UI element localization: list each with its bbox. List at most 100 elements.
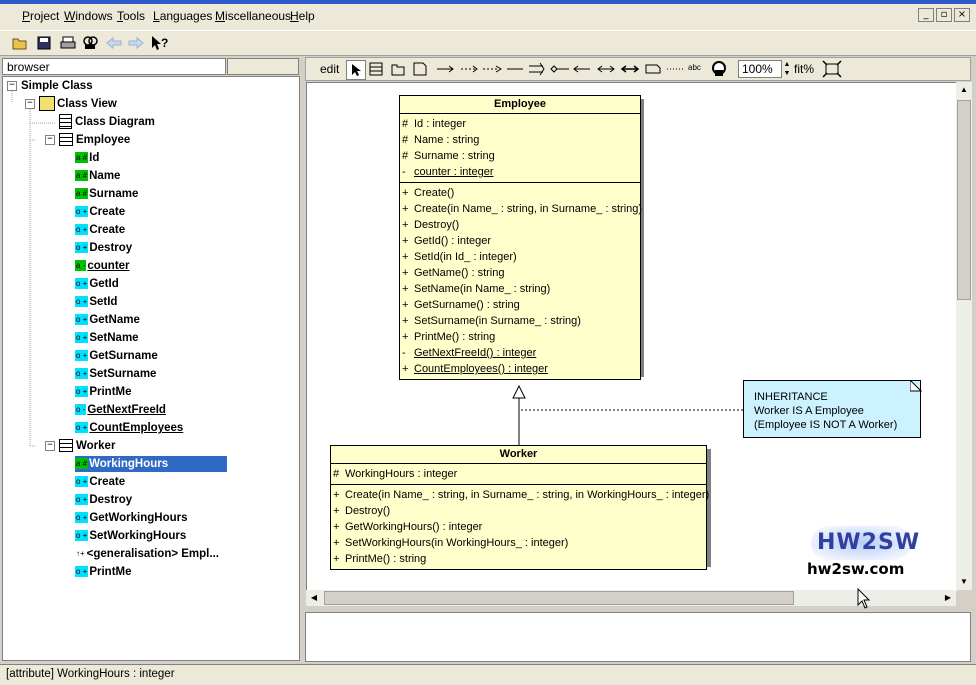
collapse-icon[interactable]: − [45, 441, 55, 451]
tree-operation[interactable]: o +PrintMe [75, 384, 132, 400]
uml-operation-row[interactable]: +GetId() : integer [400, 233, 640, 249]
select-pointer-icon[interactable] [346, 60, 366, 80]
uml-operation-row[interactable]: +PrintMe() : string [400, 329, 640, 345]
zoom-input[interactable]: 100% [738, 60, 782, 78]
tree-attribute[interactable]: a #Name [75, 168, 120, 184]
tree-operation[interactable]: o +Create [75, 474, 125, 490]
scroll-right-icon[interactable]: ▶ [944, 593, 952, 602]
help-pointer-icon[interactable]: ? [150, 33, 170, 53]
association-tool-icon[interactable] [436, 61, 456, 80]
tree-operation[interactable]: o +CountEmployees [75, 420, 183, 436]
find-icon[interactable] [80, 33, 100, 53]
tree-operation[interactable]: o +GetId [75, 276, 119, 292]
bidirectional-tool-icon[interactable] [596, 61, 616, 80]
forward-arrow-icon[interactable] [126, 33, 146, 53]
uml-operation-row[interactable]: +SetName(in Name_ : string) [400, 281, 640, 297]
employee-class-box[interactable]: Employee #Id : integer#Name : string#Sur… [399, 95, 642, 380]
tree-attribute[interactable]: a #Surname [75, 186, 138, 202]
uml-operation-row[interactable]: +Destroy() [331, 503, 706, 519]
stereotype-tool-icon[interactable] [710, 60, 728, 81]
menu-project[interactable]: Project [22, 9, 60, 23]
tree-operation[interactable]: o +SetWorkingHours [75, 528, 186, 544]
realize-tool-icon[interactable] [482, 61, 504, 80]
minimize-icon[interactable]: _ [918, 8, 934, 22]
uml-operation-row[interactable]: +SetId(in Id_ : integer) [400, 249, 640, 265]
collapse-icon[interactable]: − [7, 81, 17, 91]
tree-class-employee[interactable]: −Employee [45, 132, 130, 148]
uml-operation-row[interactable]: +Create(in Name_ : string, in Surname_ :… [331, 487, 709, 503]
dependency-tool-icon[interactable] [460, 61, 480, 80]
tree-operation[interactable]: o +GetName [75, 312, 140, 328]
menu-miscellaneous[interactable]: Miscellaneous [215, 9, 292, 23]
tree-attribute[interactable]: a #Id [75, 150, 99, 166]
uml-operation-row[interactable]: +Create() [400, 185, 640, 201]
uml-operation-row[interactable]: +CountEmployees() : integer [400, 361, 640, 377]
menu-windows[interactable]: Windows [64, 9, 113, 23]
tree-operation[interactable]: o +Create [75, 222, 125, 238]
fit-label[interactable]: fit% [794, 62, 815, 76]
output-pane[interactable] [305, 612, 971, 662]
uml-attribute-row[interactable]: #WorkingHours : integer [331, 466, 706, 482]
menu-help[interactable]: Help [290, 9, 315, 23]
uml-attribute-row[interactable]: #Id : integer [400, 116, 640, 132]
horizontal-scroll-thumb[interactable] [324, 591, 794, 605]
diagram-canvas[interactable]: Employee #Id : integer#Name : string#Sur… [306, 82, 957, 591]
uml-operation-row[interactable]: -GetNextFreeId() : integer [400, 345, 640, 361]
uml-operation-row[interactable]: +GetSurname() : string [400, 297, 640, 313]
back-arrow-icon[interactable] [104, 33, 124, 53]
uml-operation-row[interactable]: +Destroy() [400, 217, 640, 233]
tree-attribute[interactable]: a -counter [75, 258, 130, 274]
left-arrow-tool-icon[interactable] [572, 61, 592, 80]
collapse-icon[interactable]: − [25, 99, 35, 109]
uml-operation-row[interactable]: +GetWorkingHours() : integer [331, 519, 706, 535]
note-tool-icon[interactable] [412, 61, 428, 80]
dotted-line-tool-icon[interactable] [666, 61, 684, 80]
tree-attribute[interactable]: a #WorkingHours [75, 456, 227, 472]
scroll-up-icon[interactable]: ▲ [960, 85, 968, 94]
inheritance-note[interactable]: INHERITANCE Worker IS A Employee (Employ… [743, 380, 921, 438]
worker-class-box[interactable]: Worker #WorkingHours : integer +Create(i… [330, 445, 709, 570]
tree-operation[interactable]: o +PrintMe [75, 564, 132, 580]
open-folder-icon[interactable] [10, 33, 30, 53]
package-tool-icon[interactable] [390, 61, 406, 80]
aggregation-tool-icon[interactable] [550, 61, 570, 80]
line-tool-icon[interactable] [506, 61, 524, 80]
close-icon[interactable]: × [954, 8, 970, 22]
vertical-scrollbar[interactable]: ▲ ▼ [956, 82, 972, 590]
generalisation-tool-icon[interactable] [528, 61, 546, 80]
restore-icon[interactable]: ▫ [936, 8, 952, 22]
tree-operation[interactable]: o +Destroy [75, 240, 132, 256]
tree-class-worker[interactable]: −Worker [45, 438, 115, 454]
fit-to-window-icon[interactable] [822, 60, 842, 81]
uml-attribute-row[interactable]: #Name : string [400, 132, 640, 148]
tree-operation[interactable]: o +SetId [75, 294, 117, 310]
zoom-spinner-icon[interactable]: ▲▼ [783, 61, 791, 77]
tree-class-view[interactable]: −Class View [25, 96, 117, 112]
tree-root[interactable]: −Simple Class [7, 78, 93, 94]
uml-operation-row[interactable]: +GetName() : string [400, 265, 640, 281]
uml-operation-row[interactable]: +Create(in Name_ : string, in Surname_ :… [400, 201, 642, 217]
uml-attribute-row[interactable]: #Surname : string [400, 148, 640, 164]
double-arrow-tool-icon[interactable] [620, 61, 640, 80]
text-box-tool-icon[interactable] [644, 61, 662, 80]
save-icon[interactable] [34, 33, 54, 53]
print-icon[interactable] [58, 33, 78, 53]
tree-operation[interactable]: o +SetSurname [75, 366, 156, 382]
uml-operation-row[interactable]: +SetWorkingHours(in WorkingHours_ : inte… [331, 535, 706, 551]
uml-operation-row[interactable]: +PrintMe() : string [331, 551, 706, 567]
tree-operation[interactable]: o +Destroy [75, 492, 132, 508]
tree-operation[interactable]: o +Create [75, 204, 125, 220]
horizontal-scrollbar[interactable]: ◀ ▶ [306, 590, 956, 606]
menu-tools[interactable]: Tools [117, 9, 146, 23]
uml-attribute-row[interactable]: -counter : integer [400, 164, 640, 180]
uml-operation-row[interactable]: +SetSurname(in Surname_ : string) [400, 313, 640, 329]
tree-operation[interactable]: o -GetNextFreeId [75, 402, 166, 418]
tree-generalisation[interactable]: ↑+<generalisation> Empl... [75, 546, 219, 562]
vertical-scroll-thumb[interactable] [957, 100, 971, 300]
tree-operation[interactable]: o +SetName [75, 330, 139, 346]
tree-operation[interactable]: o +GetSurname [75, 348, 158, 364]
collapse-icon[interactable]: − [45, 135, 55, 145]
menu-languages[interactable]: Languages [153, 9, 213, 23]
class-tool-icon[interactable] [368, 61, 384, 80]
